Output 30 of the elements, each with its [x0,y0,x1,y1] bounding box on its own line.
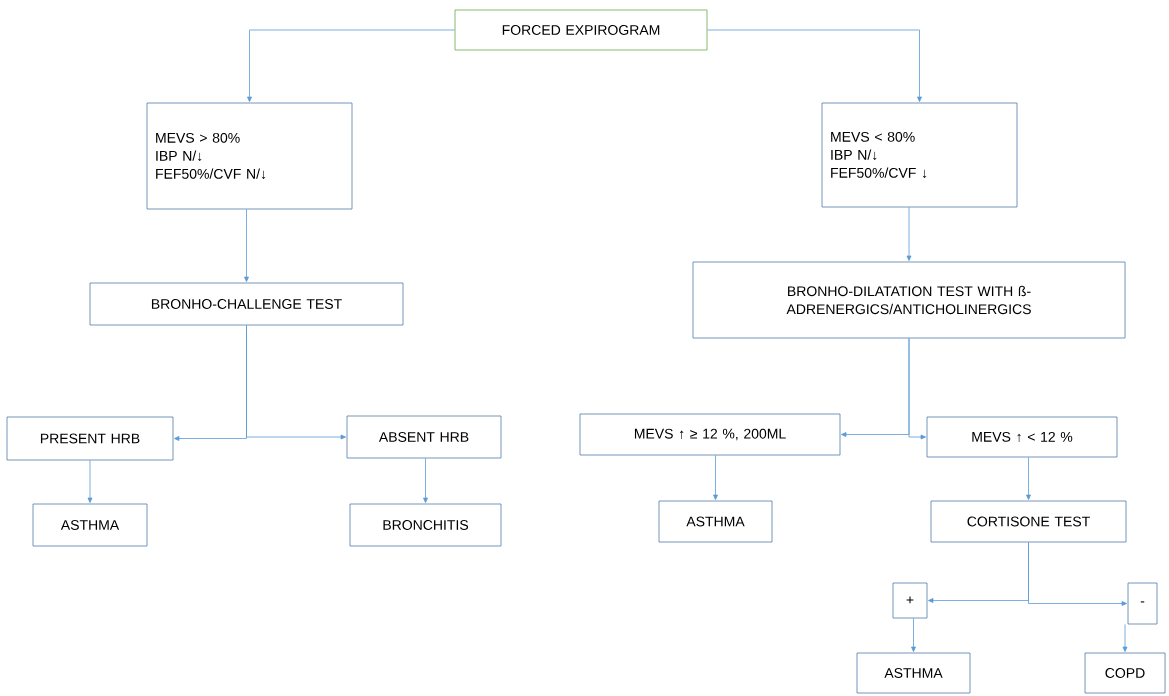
arrow [707,29,922,102]
arrow [1026,457,1031,500]
result-box: MEVS > 80% IBP N/↓ FEF50%/CVF N/↓ [146,102,353,210]
diagnosis-box: ASTHMA [32,503,148,547]
arrow [246,325,346,440]
result-box: ABSENT HRB [346,415,502,459]
result-box: PRESENT HRB [6,416,174,461]
arrow [423,458,428,503]
test-box: BRONHO-DILATATION TEST WITH ß-ADRENERGICS/ANTICHOLINERGICS [692,261,1126,339]
test-box: BRONHO-CHALLENGE TEST [89,282,404,326]
diagnosis-box: COPD [1084,652,1166,694]
arrow [906,207,912,261]
test-box: CORTISONE TEST [930,500,1127,543]
diagnosis-box: BRONCHITIS [349,503,502,547]
result-box: MEVS ↑ < 12 % [926,416,1118,458]
result-box: MEVS < 80% IBP N/↓ FEF50%/CVF ↓ [821,102,1018,208]
arrow [1028,542,1127,606]
arrow [247,29,455,102]
diagnosis-box: ASTHMA [856,652,971,694]
arrow [244,209,249,282]
sign-box: - [1127,582,1158,625]
diagnosis-box: ASTHMA [658,500,773,543]
result-box: MEVS ↑ ≥ 12 %, 200ML [579,413,841,456]
arrow [908,338,926,440]
arrow [911,618,916,652]
sign-box: + [892,582,928,619]
arrow [713,455,718,500]
start-box: FORCED EXPIROGRAM [454,9,708,51]
arrow [1122,624,1128,652]
arrow [87,460,93,503]
